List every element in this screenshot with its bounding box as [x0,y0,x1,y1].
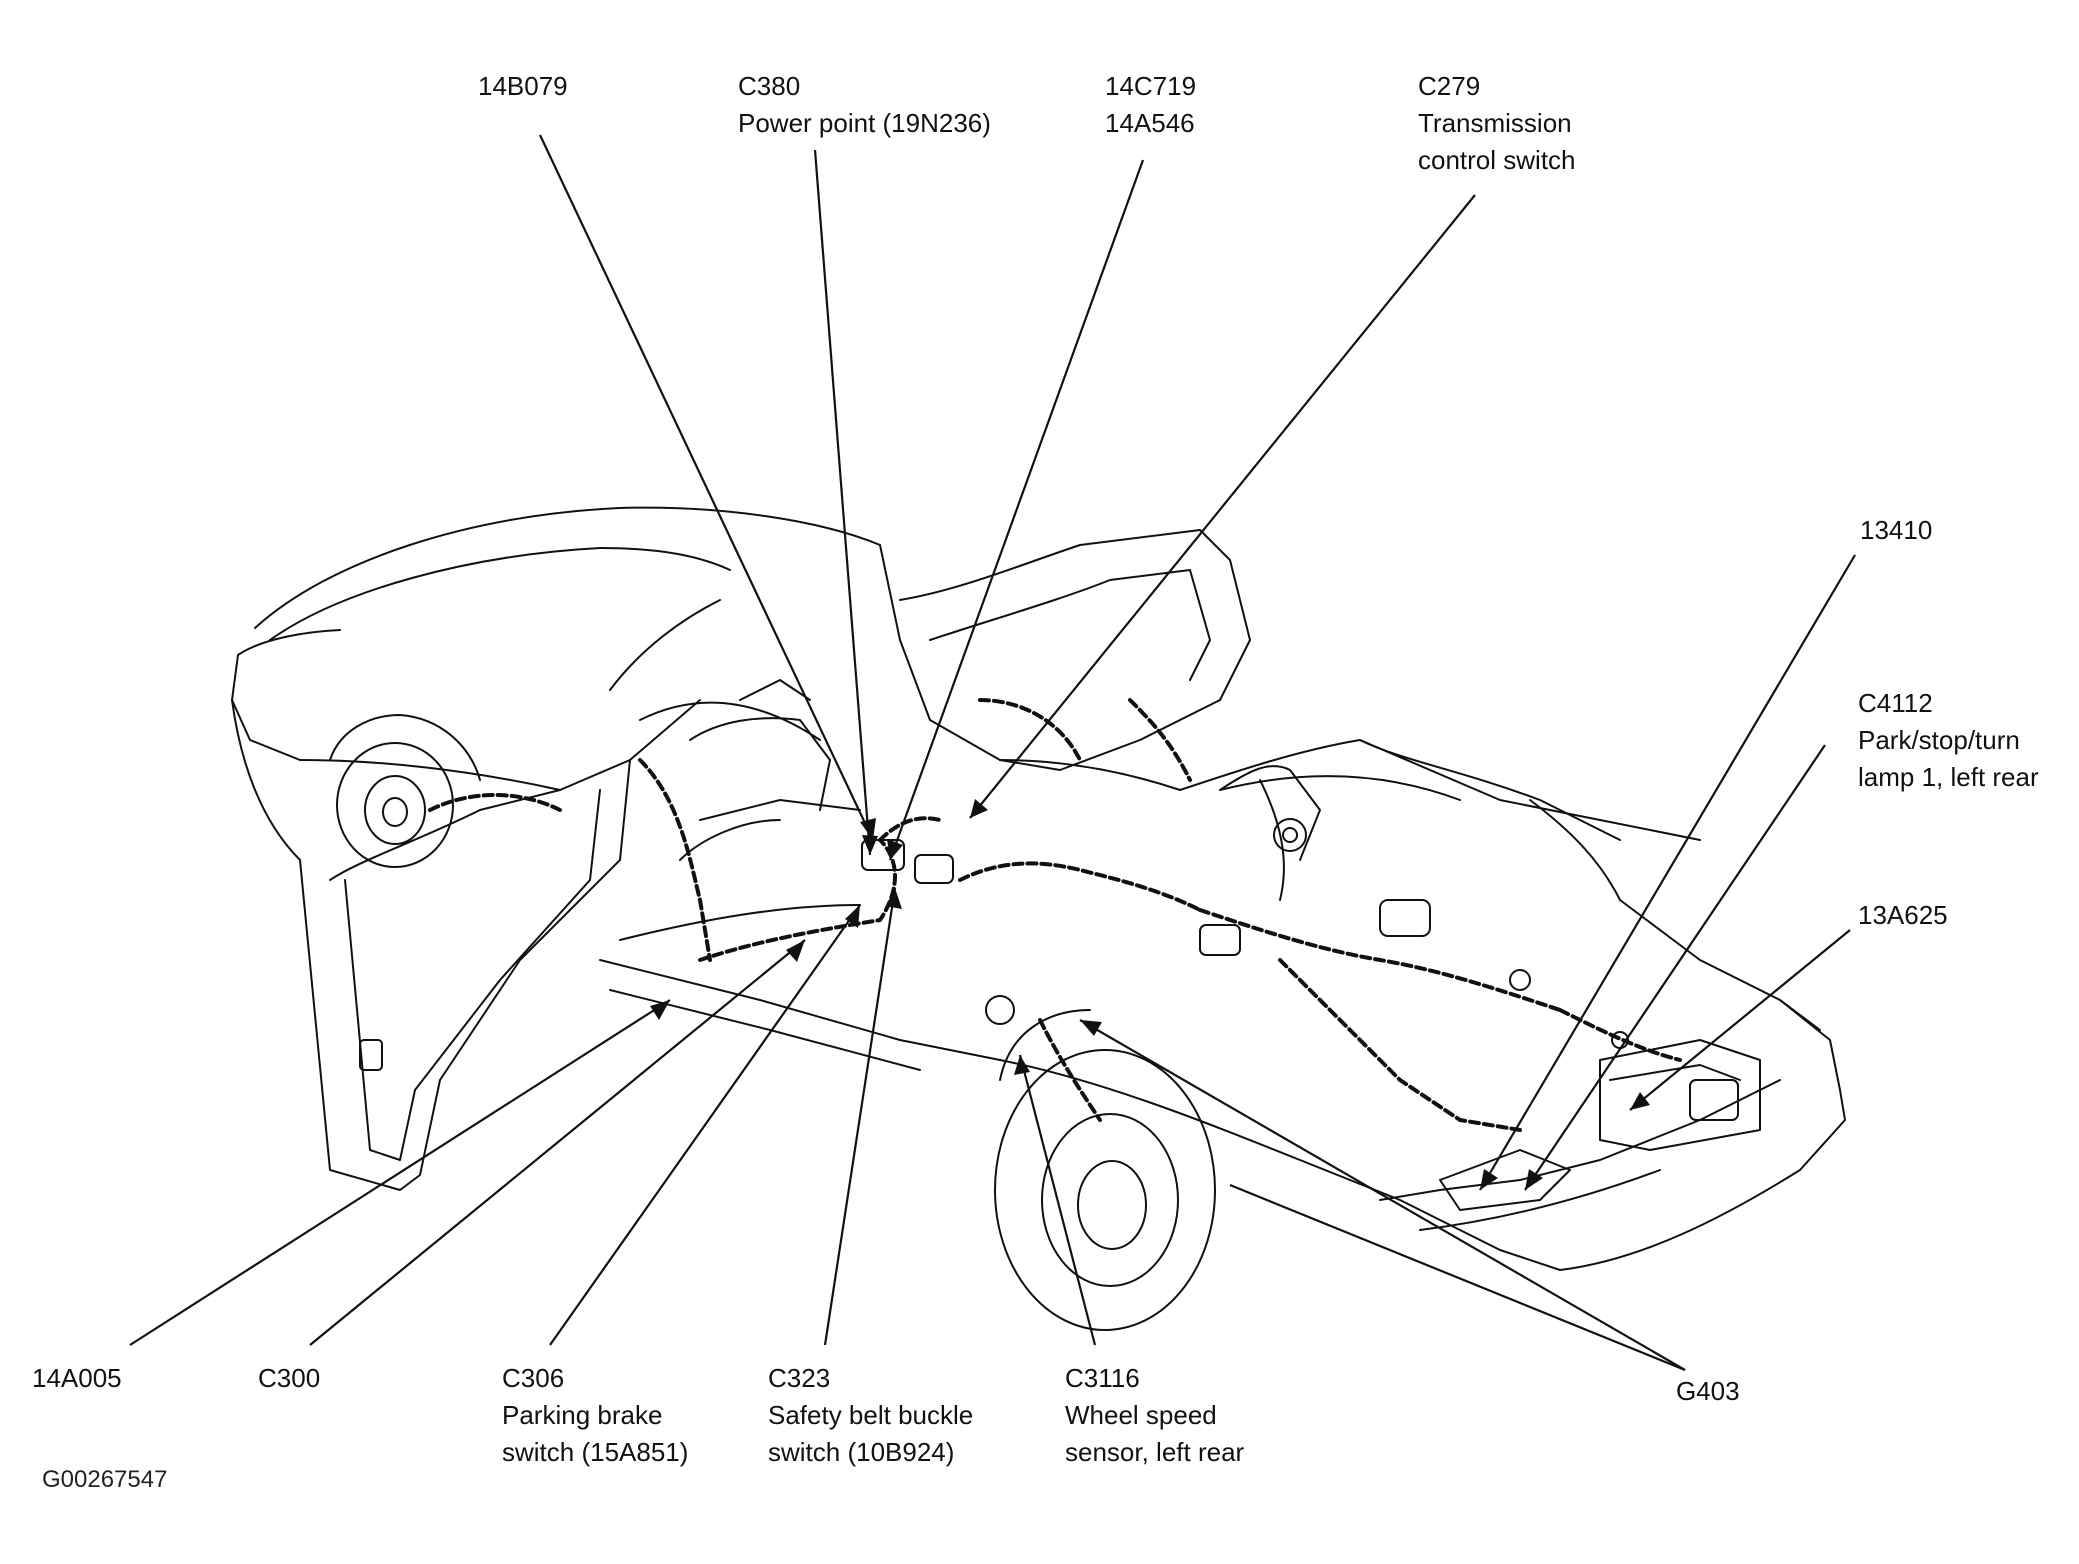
callout-line: G403 [1676,1376,1740,1406]
callout-line: 14C719 [1105,71,1197,101]
callout-line: Safety belt buckle [768,1400,974,1430]
callout-line: Park/stop/turn [1858,725,2020,755]
callout-line: C4112 [1858,688,1933,718]
leader-14B079 [540,135,873,840]
leader-C3116 [1020,1055,1095,1345]
callout-C3116: C3116 Wheel speed sensor, left rear [1065,1360,1244,1471]
arrow-C300 [786,940,805,962]
leader-13410 [1480,555,1855,1190]
arrow-C3116 [1014,1055,1030,1075]
callout-13410: 13410 [1860,512,1932,549]
callout-line: sensor, left rear [1065,1437,1245,1467]
callout-line: C323 [768,1363,831,1393]
leader-C300 [310,940,805,1345]
callout-C4112: C4112 Park/stop/turn lamp 1, left rear [1858,685,2039,796]
leader-C306 [550,905,860,1345]
leader-14A005 [130,1000,670,1345]
callout-C300: C300 [258,1360,320,1397]
callout-line: Power point (19N236) [738,108,991,138]
leader-G403-b [1230,1185,1685,1370]
leader-C279 [970,195,1475,818]
callout-line: 13410 [1860,515,1933,545]
callout-line: C306 [502,1363,565,1393]
callout-14A005: 14A005 [32,1360,122,1397]
callout-C380: C380 Power point (19N236) [738,68,991,142]
arrow-C380 [862,835,878,855]
leader-C323 [825,888,895,1345]
leader-14C719 [890,160,1143,860]
arrowheads [650,799,1650,1190]
callout-line: switch (15A851) [502,1437,689,1467]
arrow-14A005 [650,1000,670,1020]
callout-C323: C323 Safety belt buckle switch (10B924) [768,1360,973,1471]
leader-C380 [815,150,870,855]
arrow-C306 [845,905,860,928]
leader-C4112 [1525,745,1825,1190]
leader-lines [130,135,1855,1370]
callout-line: lamp 1, left rear [1858,762,2039,792]
arrow-C4112 [1525,1169,1543,1190]
callout-line: control switch [1418,145,1576,175]
callout-line: switch (10B924) [768,1437,955,1467]
callout-G403: G403 [1676,1373,1740,1410]
callout-line: C300 [258,1363,321,1393]
arrow-C279 [970,799,988,818]
callout-13A625: 13A625 [1858,897,1948,934]
callout-line: Transmission [1418,108,1572,138]
callout-line: 14B079 [478,71,568,101]
callout-line: Wheel speed [1065,1400,1217,1430]
callout-line: C3116 [1065,1363,1140,1393]
leader-G403-a [1080,1020,1685,1370]
arrow-14C719 [887,839,903,860]
arrow-G403-a [1080,1020,1102,1036]
callout-line: 14A546 [1105,108,1195,138]
leader-13A625 [1630,930,1850,1110]
callout-line: C380 [738,71,801,101]
vehicle-outline [232,508,1845,1330]
callout-line: 14A005 [32,1363,122,1393]
figure-id: G00267547 [42,1466,168,1493]
callout-line: Parking brake [502,1400,663,1430]
callout-14B079: 14B079 [478,68,568,105]
arrow-13410 [1480,1169,1498,1190]
callout-C306: C306 Parking brake switch (15A851) [502,1360,688,1471]
arrow-13A625 [1630,1092,1650,1110]
arrow-C323 [886,888,902,909]
arrow-14B079 [860,818,876,840]
callout-C279: C279 Transmission control switch [1418,68,1576,179]
callout-line: 13A625 [1858,900,1948,930]
callout-14C719: 14C719 14A546 [1105,68,1196,142]
callout-line: C279 [1418,71,1481,101]
